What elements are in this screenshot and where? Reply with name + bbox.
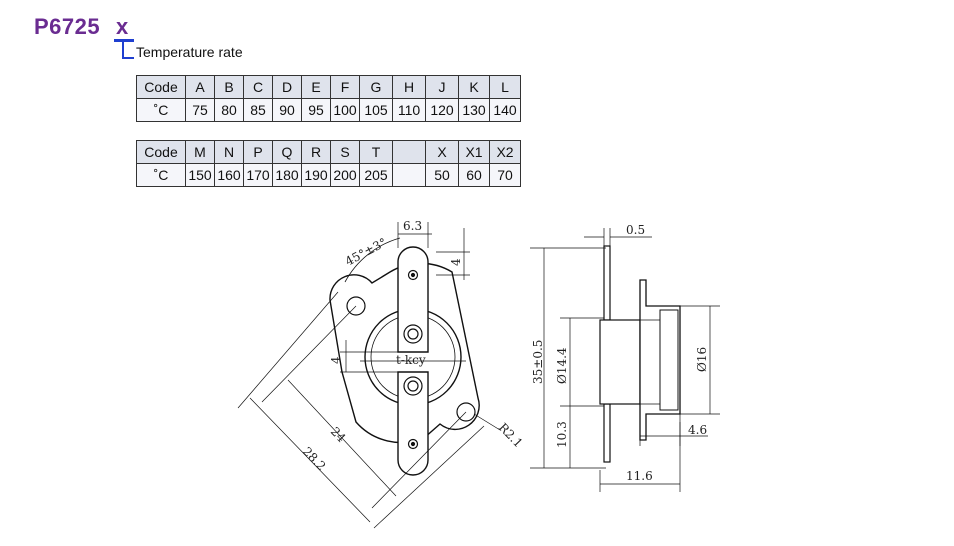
dim-dia-16-label: Ø16	[695, 347, 709, 372]
table-cell: Q	[272, 140, 302, 164]
table-cell: D	[272, 75, 302, 99]
dim-radius-label: R2.1	[496, 420, 526, 450]
table-cell: X	[425, 140, 459, 164]
mount-hole-left	[346, 296, 366, 316]
table-cell	[392, 163, 426, 187]
tab-bottom-hole	[407, 438, 419, 450]
table-cell: N	[214, 140, 244, 164]
table-cell: 60	[458, 163, 490, 187]
side-lead-top	[603, 245, 611, 321]
suffix-bracket	[122, 42, 134, 59]
table-cell: 75	[185, 98, 215, 122]
table-header-row: Code M N P Q R S T X X1 X2	[136, 140, 521, 164]
table-cell: 140	[489, 98, 521, 122]
mount-hole-right	[456, 402, 476, 422]
side-cap	[659, 309, 679, 411]
table-cell: 50	[425, 163, 459, 187]
table-cell: 110	[392, 98, 426, 122]
table-cell: ˚C	[136, 163, 186, 187]
table-cell: Code	[136, 140, 186, 164]
part-number: P6725	[34, 14, 101, 39]
terminal-tab-top	[397, 246, 429, 353]
dim-thickness-label: 0.5	[626, 223, 645, 237]
temperature-code-table-1: Code A B C D E F G H J K L ˚C 75 80 85 9…	[136, 75, 521, 122]
table-cell: 150	[185, 163, 215, 187]
table-cell: ˚C	[136, 98, 186, 122]
tab-top-hole	[407, 269, 419, 281]
table-cell: R	[301, 140, 331, 164]
table-cell: 100	[330, 98, 360, 122]
table-cell: Code	[136, 75, 186, 99]
table-cell: 170	[243, 163, 273, 187]
table-cell: E	[301, 75, 331, 99]
table-value-row: ˚C 75 80 85 90 95 100 105 110 120 130 14…	[136, 98, 521, 122]
dim-height-label: 35±0.5	[531, 340, 545, 384]
table-cell: 180	[272, 163, 302, 187]
table-value-row: ˚C 150 160 170 180 190 200 205 50 60 70	[136, 163, 521, 187]
table-cell: 105	[359, 98, 393, 122]
table-cell: 160	[214, 163, 244, 187]
tab-top-rivet	[403, 324, 423, 344]
dim-angle-label: 45°±3°	[343, 235, 389, 268]
table-cell: L	[489, 75, 521, 99]
table-cell: 130	[458, 98, 490, 122]
table-cell: F	[330, 75, 360, 99]
dim-tab-width-label: 6.3	[403, 219, 422, 233]
dim-tab-offset-left-label: 4	[329, 356, 343, 364]
side-body	[599, 319, 641, 405]
table-cell: 80	[214, 98, 244, 122]
table-cell: H	[392, 75, 426, 99]
table-cell: 90	[272, 98, 302, 122]
table-cell	[392, 140, 426, 164]
dim-28-2-label: 28.2	[300, 444, 329, 473]
table-cell: 190	[301, 163, 331, 187]
table-cell: S	[330, 140, 360, 164]
dim-4-6-label: 4.6	[688, 423, 707, 437]
dim-11-6-label: 11.6	[626, 469, 653, 483]
temperature-code-table-2: Code M N P Q R S T X X1 X2 ˚C 150 160 17…	[136, 140, 521, 187]
table-cell: 120	[425, 98, 459, 122]
side-lead-bottom	[603, 403, 611, 463]
table-cell: 70	[489, 163, 521, 187]
table-cell: G	[359, 75, 393, 99]
dim-10-3-label: 10.3	[555, 421, 569, 448]
part-suffix: x	[116, 14, 129, 39]
table-cell: 95	[301, 98, 331, 122]
dim-dia-14-4-label: Ø14.4	[555, 347, 569, 384]
suffix-caption: Temperature rate	[136, 44, 243, 60]
center-marking: t-kcy	[396, 353, 426, 367]
table-cell: 85	[243, 98, 273, 122]
table-cell: B	[214, 75, 244, 99]
suffix-underline	[114, 39, 134, 42]
tab-bottom-rivet	[403, 376, 423, 396]
terminal-tab-bottom	[397, 371, 429, 476]
dim-tab-offset-top-label: 4	[449, 258, 463, 266]
